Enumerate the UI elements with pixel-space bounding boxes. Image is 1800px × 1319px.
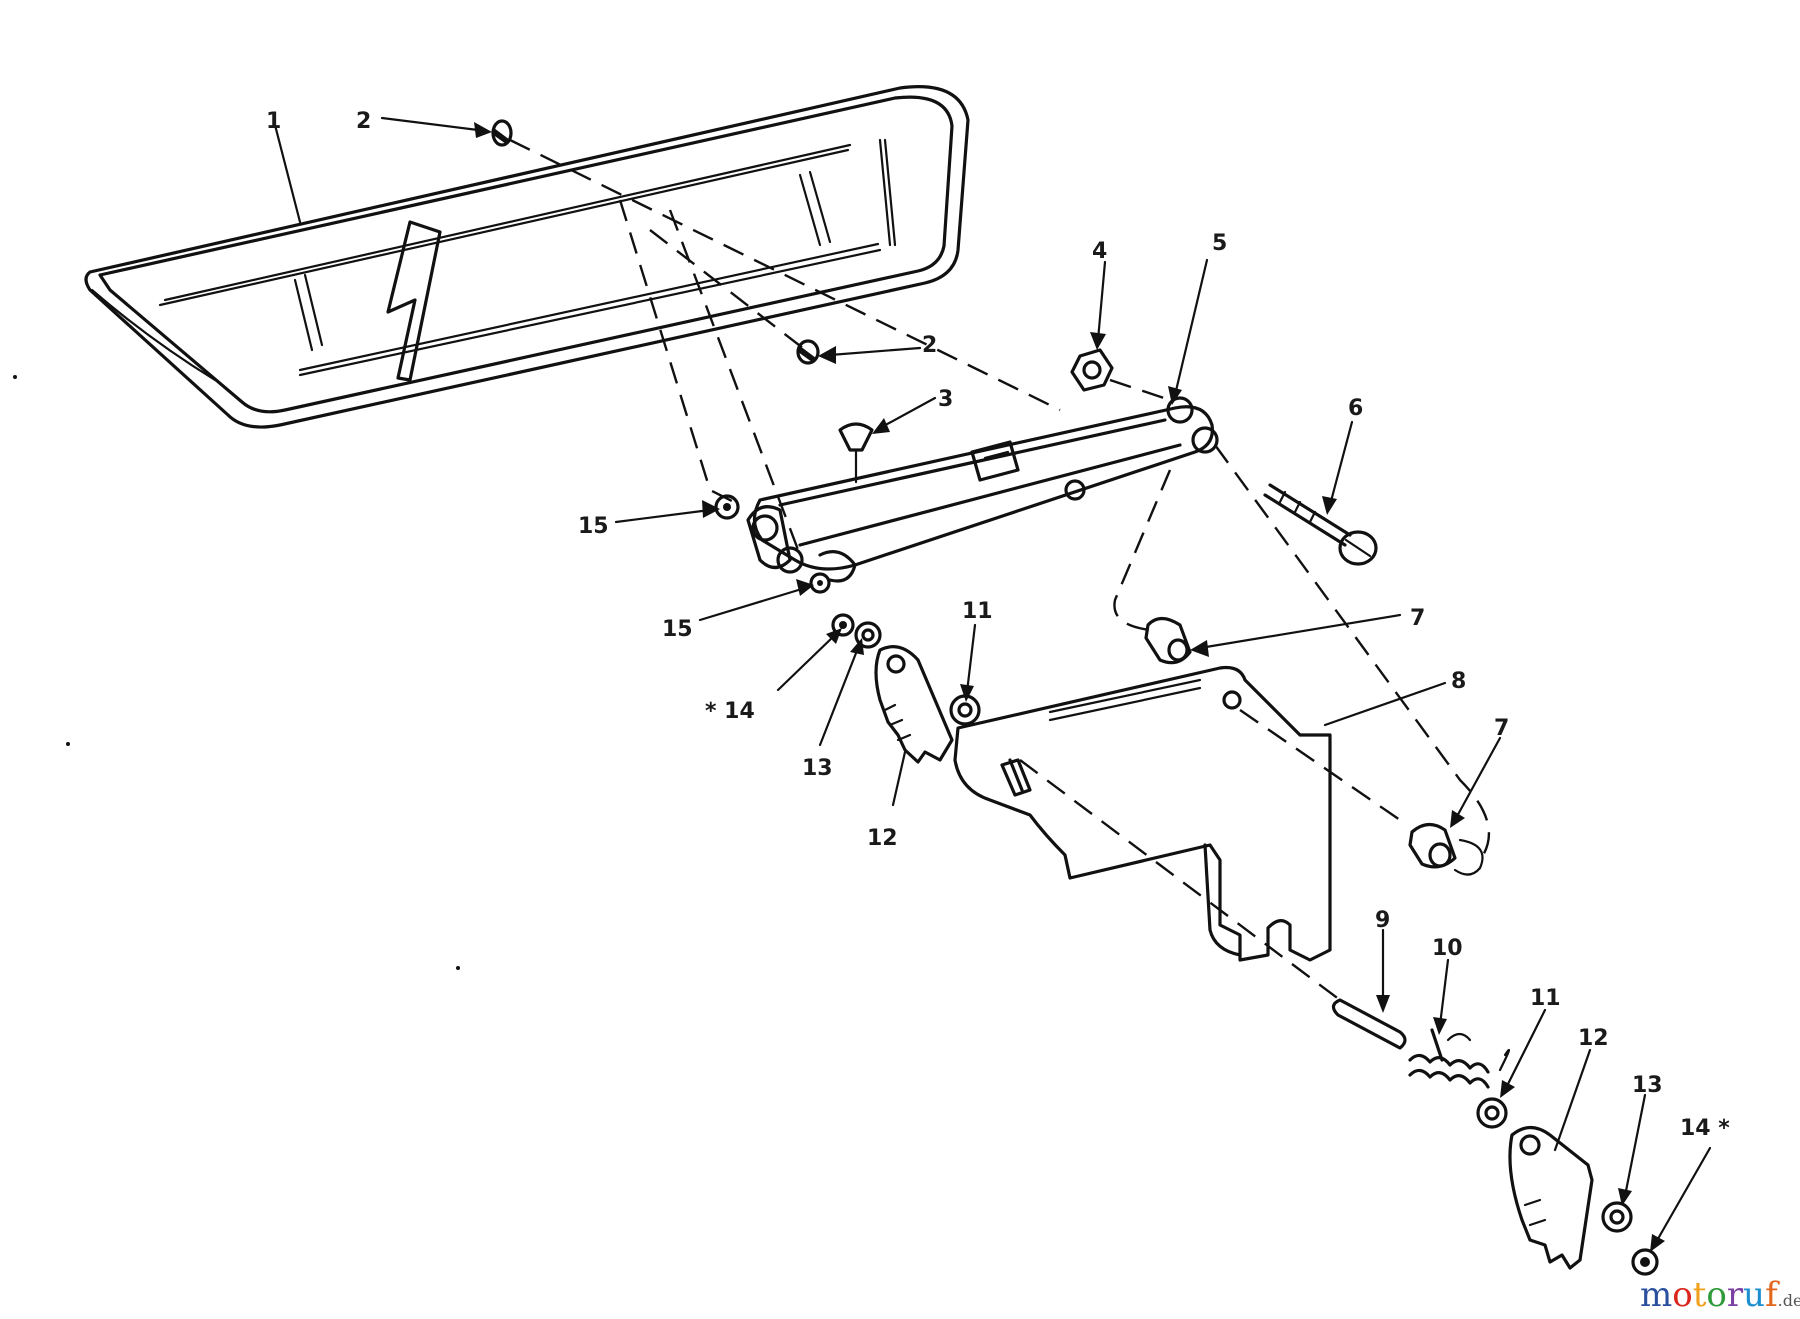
nut-part-15-lower	[809, 572, 831, 594]
callout-14-right: 14 *	[1680, 1116, 1730, 1141]
screw-part-2-middle	[796, 339, 820, 365]
spacer-part-11-right	[1476, 1097, 1508, 1129]
bolt-part-6	[1263, 483, 1378, 566]
callout-3: 3	[938, 387, 953, 412]
spreader-plate-part-8	[953, 665, 1332, 962]
callout-7-lower: 7	[1494, 716, 1509, 741]
callout-13-right: 13	[1632, 1073, 1663, 1098]
motoruf-watermark: motoruf.de	[1640, 1275, 1800, 1315]
spring-part-10	[1408, 1028, 1511, 1089]
knob-part-3	[838, 422, 874, 484]
pawl-part-12-left	[874, 645, 954, 764]
callout-8: 8	[1451, 669, 1466, 694]
wm-t: t	[1693, 1275, 1707, 1315]
spacer-part-7-lower	[1408, 822, 1484, 876]
clip-part-14-left	[831, 613, 855, 637]
nut-part-4	[1070, 348, 1114, 392]
wm-r: r	[1727, 1275, 1744, 1315]
callout-4: 4	[1092, 239, 1107, 264]
pin-part-9	[1331, 998, 1407, 1050]
callout-5: 5	[1212, 231, 1227, 256]
wm-m: m	[1640, 1275, 1672, 1315]
callout-7-upper: 7	[1410, 606, 1425, 631]
callout-12-left: 12	[867, 826, 898, 851]
spacer-part-7-upper	[1144, 616, 1192, 665]
wm-suffix: .de	[1778, 1291, 1800, 1310]
callout-15-upper: 15	[578, 514, 609, 539]
callout-1: 1	[266, 109, 281, 134]
pawl-part-12-right	[1508, 1125, 1594, 1270]
washer-part-13-right	[1601, 1201, 1633, 1233]
callout-13-left: 13	[802, 756, 833, 781]
callout-2-top: 2	[356, 109, 371, 134]
support-arm-assembly	[746, 396, 1219, 583]
callout-11-right: 11	[1530, 986, 1561, 1011]
washer-part-13-left	[854, 621, 882, 649]
spacer-part-11-left	[949, 694, 981, 726]
callout-leaders	[273, 116, 1712, 1252]
wm-o2: o	[1706, 1275, 1726, 1315]
wm-f: f	[1765, 1275, 1780, 1315]
callout-11-left: 11	[962, 599, 993, 624]
callout-15-lower: 15	[662, 617, 693, 642]
assembly-guide-lines	[509, 138, 1490, 1001]
wm-u: u	[1743, 1275, 1765, 1315]
callout-9: 9	[1375, 908, 1390, 933]
callout-2-middle: 2	[922, 333, 937, 358]
wm-o1: o	[1672, 1275, 1692, 1315]
screw-part-2-top	[491, 119, 513, 147]
callout-14-left: * 14	[705, 699, 755, 724]
blade-guard-part-1	[84, 85, 970, 429]
callout-10: 10	[1432, 936, 1463, 961]
svg-text:motoruf.de: motoruf.de	[1640, 1275, 1800, 1315]
callout-12-right: 12	[1578, 1026, 1609, 1051]
callout-6: 6	[1348, 396, 1363, 421]
clip-part-14-right	[1631, 1248, 1659, 1276]
callout-labels: 1 2 2 3 4 5 6 7 7 8 9 10 11 11 12 12 13 …	[266, 109, 1730, 1141]
